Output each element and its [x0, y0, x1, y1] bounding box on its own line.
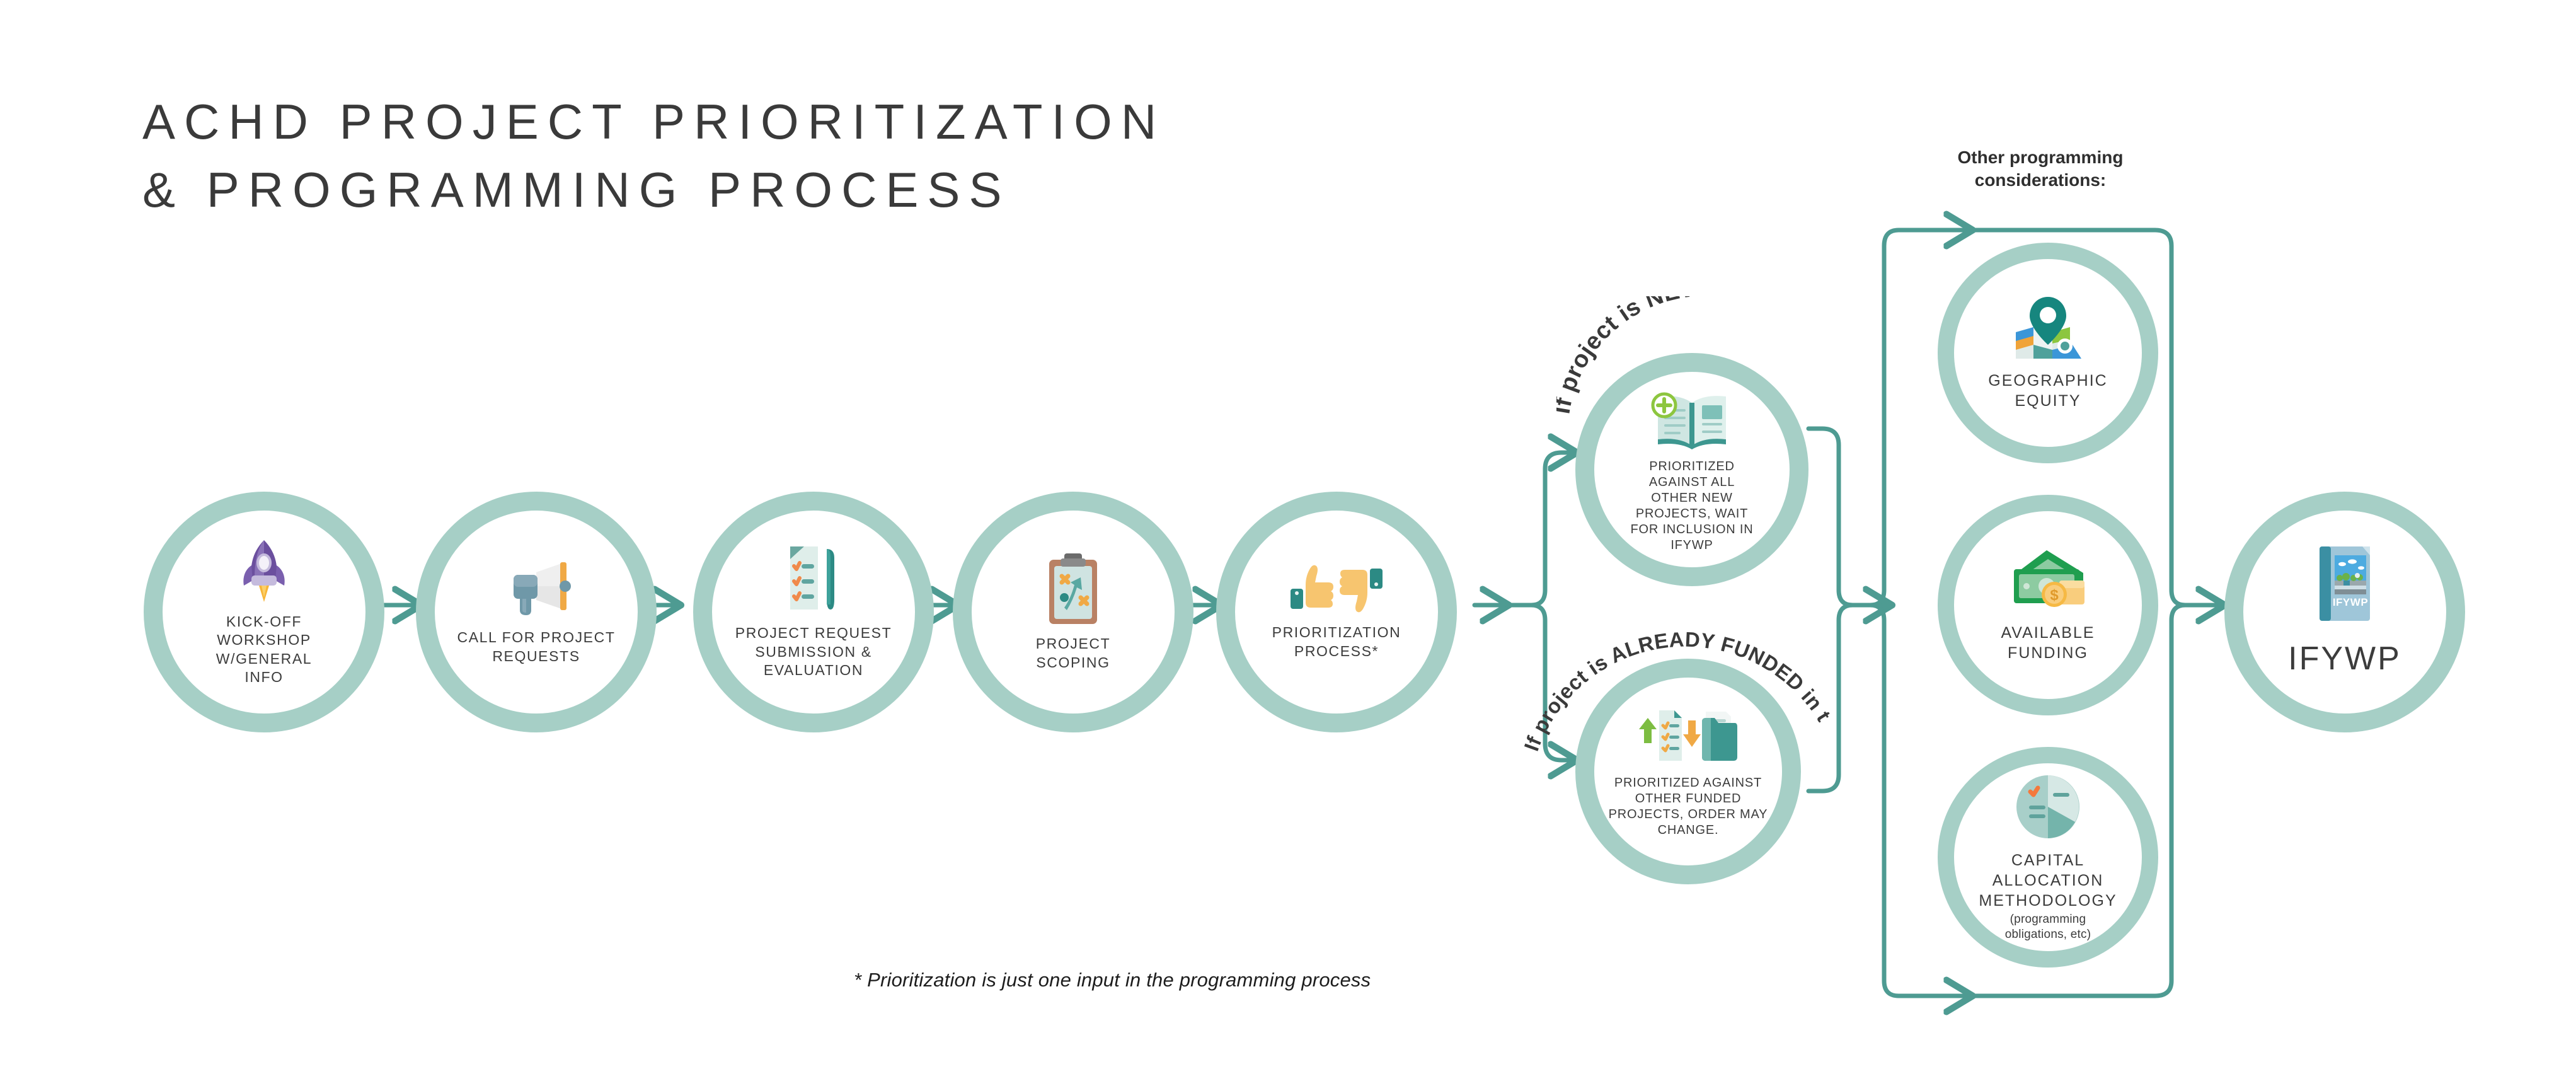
- open-book-plus-icon: [1649, 386, 1735, 453]
- consideration-label: CAPITAL ALLOCATION METHODOLOGY: [1979, 852, 2117, 910]
- step-label: PROJECT REQUEST SUBMISSION & EVALUATION: [735, 625, 892, 679]
- ifywp-book-icon: IFYWP: [2312, 544, 2378, 627]
- step-label: PRIORITIZATION PROCESS*: [1272, 624, 1401, 659]
- consideration-label: GEOGRAPHIC EQUITY: [1988, 371, 2108, 410]
- consideration-geographic-equity[interactable]: GEOGRAPHIC EQUITY: [1938, 243, 2158, 463]
- outcome-ifywp[interactable]: IFYWP IFYWP: [2224, 492, 2465, 732]
- pie-chart-icon: [2014, 773, 2082, 844]
- rocket-icon: [238, 538, 290, 606]
- step-call-for-requests[interactable]: CALL FOR PROJECT REQUESTS: [416, 492, 657, 732]
- step-label: PROJECT SCOPING: [1035, 635, 1111, 671]
- step-submission-evaluation[interactable]: PROJECT REQUEST SUBMISSION & EVALUATION: [693, 492, 934, 732]
- megaphone-icon: [498, 558, 574, 622]
- step-label: KICK-OFF WORKSHOP W/GENERAL INFO: [216, 613, 313, 685]
- outcome-label: IFYWP: [2288, 640, 2401, 678]
- footnote: * Prioritization is just one input in th…: [854, 969, 1371, 991]
- consideration-sublabel: (programming obligations, etc): [2004, 913, 2091, 941]
- consideration-available-funding[interactable]: $ AVAILABLE FUNDING: [1938, 495, 2158, 715]
- branch-new-project[interactable]: PRIORITIZED AGAINST ALL OTHER NEW PROJEC…: [1575, 353, 1808, 586]
- considerations-heading: Other programming considerations:: [1957, 147, 2124, 190]
- checklist-folder-arrows-icon: [1638, 705, 1739, 769]
- money-icon: $: [2005, 548, 2091, 616]
- thumbs-up-down-icon: [1289, 563, 1384, 617]
- branch-label: PRIORITIZED AGAINST OTHER FUNDED PROJECT…: [1608, 775, 1768, 837]
- checklist-pen-icon: [779, 544, 848, 618]
- step-label: CALL FOR PROJECT REQUESTS: [457, 629, 616, 664]
- branch-already-funded[interactable]: PRIORITIZED AGAINST OTHER FUNDED PROJECT…: [1575, 659, 1801, 884]
- clipboard-strategy-icon: [1043, 552, 1103, 628]
- map-pin-icon: [2007, 296, 2089, 364]
- branch-label: PRIORITIZED AGAINST ALL OTHER NEW PROJEC…: [1630, 459, 1754, 552]
- consideration-capital-allocation[interactable]: CAPITAL ALLOCATION METHODOLOGY (programm…: [1938, 747, 2158, 968]
- page-title: ACHD PROJECT PRIORITIZATION & PROGRAMMIN…: [142, 94, 1166, 217]
- svg-text:$: $: [2050, 587, 2059, 604]
- step-kickoff[interactable]: KICK-OFF WORKSHOP W/GENERAL INFO: [144, 492, 384, 732]
- step-prioritization-process[interactable]: PRIORITIZATION PROCESS*: [1216, 492, 1457, 732]
- svg-text:IFYWP: IFYWP: [2333, 596, 2368, 608]
- step-project-scoping[interactable]: PROJECT SCOPING: [953, 492, 1193, 732]
- consideration-label: AVAILABLE FUNDING: [2001, 623, 2095, 662]
